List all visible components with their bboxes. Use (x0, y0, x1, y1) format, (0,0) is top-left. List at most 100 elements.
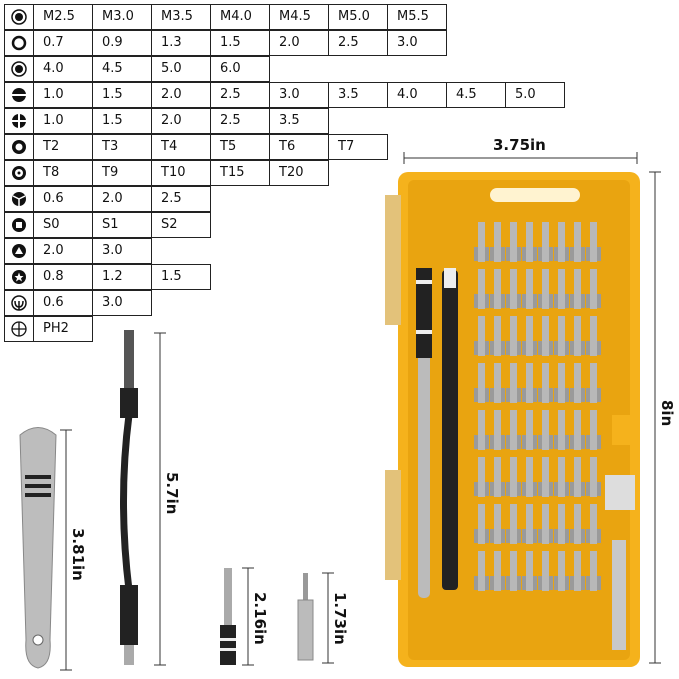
size-cell: 5.0 (505, 82, 565, 108)
bit (558, 551, 565, 591)
size-cell: 2.0 (33, 238, 93, 264)
phillips-icon (4, 108, 34, 134)
bit (542, 316, 549, 356)
size-cell: 1.3 (151, 30, 211, 56)
size-cell: 6.0 (210, 56, 270, 82)
triangle-icon (4, 238, 34, 264)
screwdriver-handle (19, 427, 57, 669)
bit (510, 363, 517, 403)
size-cell: 2.0 (269, 30, 329, 56)
size-cell: 2.5 (328, 30, 388, 56)
bit (590, 410, 597, 450)
bit (542, 269, 549, 309)
bit (478, 363, 485, 403)
size-cell: 4.0 (33, 56, 93, 82)
bit (558, 410, 565, 450)
bit (494, 363, 501, 403)
storage-case (385, 172, 640, 667)
bit (494, 222, 501, 262)
dimension-lines (60, 152, 661, 671)
size-cell: PH2 (33, 316, 93, 342)
bit (590, 457, 597, 497)
bit (494, 551, 501, 591)
size-cell: 4.5 (92, 56, 152, 82)
bit (478, 410, 485, 450)
bit (526, 504, 533, 544)
bit-grid (474, 222, 601, 591)
slotted-icon (4, 82, 34, 108)
bit (574, 457, 581, 497)
size-cell: T5 (210, 134, 270, 160)
bit (494, 457, 501, 497)
size-cell: T3 (92, 134, 152, 160)
bit (494, 316, 501, 356)
bit (510, 316, 517, 356)
size-cell: 0.6 (33, 290, 93, 316)
bit (590, 269, 597, 309)
bit (558, 222, 565, 262)
bit (478, 551, 485, 591)
bit (494, 269, 501, 309)
bit (526, 316, 533, 356)
bit (590, 222, 597, 262)
bit-holder (220, 568, 236, 665)
size-cell: M5.5 (387, 4, 447, 30)
bit (590, 316, 597, 356)
bit (574, 316, 581, 356)
bit (590, 551, 597, 591)
bit (558, 457, 565, 497)
size-cell: T4 (151, 134, 211, 160)
screwdriver-bit (297, 573, 314, 661)
bit (558, 363, 565, 403)
bit (478, 222, 485, 262)
bit (526, 363, 533, 403)
size-cell: T8 (33, 160, 93, 186)
bit (542, 222, 549, 262)
size-cell: 2.5 (210, 82, 270, 108)
size-cell: 3.0 (92, 290, 152, 316)
size-cell: T7 (328, 134, 388, 160)
size-cell: M2.5 (33, 4, 93, 30)
size-cell: T20 (269, 160, 329, 186)
size-cell: 5.0 (151, 56, 211, 82)
size-cell: 2.0 (92, 186, 152, 212)
tri-wing-icon (4, 186, 34, 212)
bit (542, 363, 549, 403)
case-height-label: 8in (658, 400, 676, 427)
size-cell: 0.9 (92, 30, 152, 56)
size-cell: 0.7 (33, 30, 93, 56)
size-cell: 3.0 (387, 30, 447, 56)
bit (510, 504, 517, 544)
bit (510, 222, 517, 262)
size-cell: 2.0 (151, 108, 211, 134)
bit (542, 504, 549, 544)
case-width-label: 3.75in (493, 136, 546, 154)
bit (510, 269, 517, 309)
bit (510, 410, 517, 450)
size-cell: 1.0 (33, 82, 93, 108)
bit (526, 222, 533, 262)
bit (478, 269, 485, 309)
bit (526, 410, 533, 450)
size-cell: 1.5 (92, 82, 152, 108)
bit (526, 551, 533, 591)
bit (510, 551, 517, 591)
size-cell: 1.5 (151, 264, 211, 290)
size-cell: T6 (269, 134, 329, 160)
bit (478, 457, 485, 497)
bit (574, 363, 581, 403)
size-cell: S0 (33, 212, 93, 238)
size-cell: 1.0 (33, 108, 93, 134)
bit (590, 363, 597, 403)
size-cell: 3.0 (92, 238, 152, 264)
